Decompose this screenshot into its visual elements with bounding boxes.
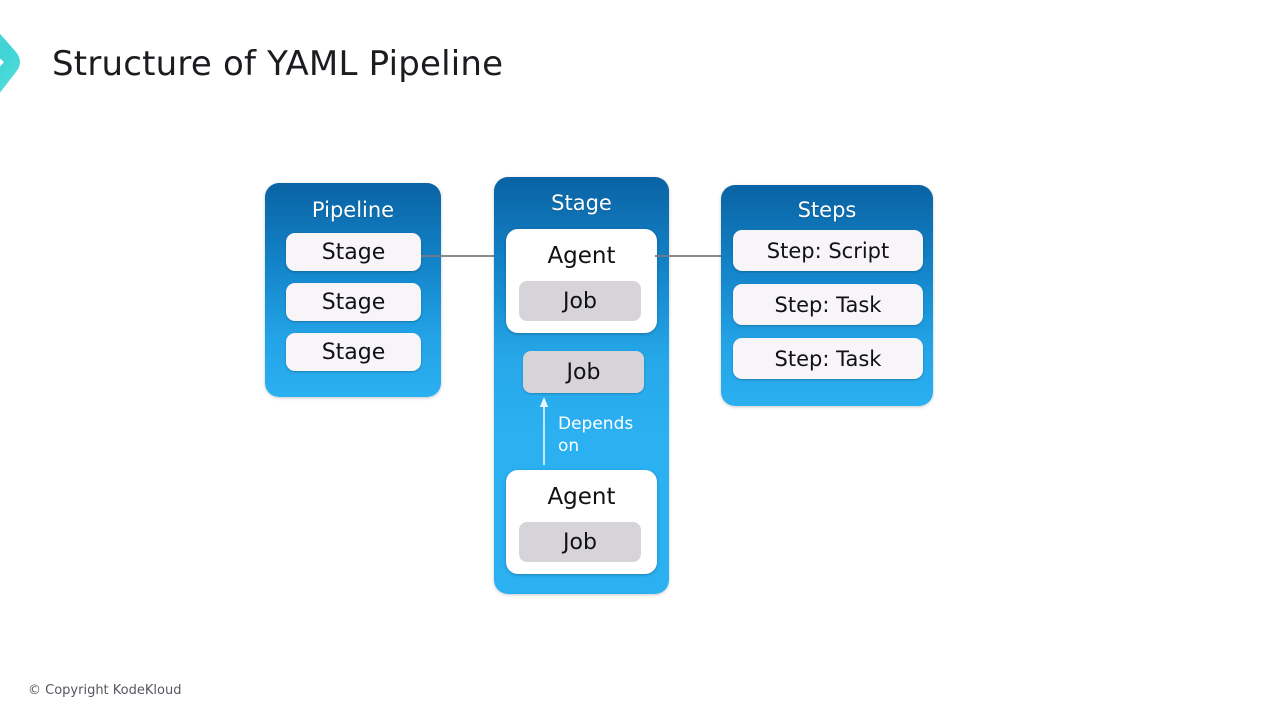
stage-standalone-job-chip[interactable]: Job bbox=[523, 351, 644, 393]
steps-container: Steps Step: Script Step: Task Step: Task bbox=[721, 185, 933, 406]
steps-card-1[interactable]: Step: Script bbox=[733, 230, 923, 271]
depends-on-arrow-up-icon bbox=[539, 397, 549, 465]
steps-card-2[interactable]: Step: Task bbox=[733, 284, 923, 325]
pipeline-header-label: Pipeline bbox=[311, 198, 395, 222]
pipeline-stage-card-3[interactable]: Stage bbox=[286, 333, 421, 371]
pipeline-stage-card-1[interactable]: Stage bbox=[286, 233, 421, 271]
footer-copyright: © Copyright KodeKloud bbox=[28, 683, 182, 698]
steps-header-label: Steps bbox=[797, 198, 857, 222]
stage-container: Stage Agent Job Job Depends on Agent Job bbox=[494, 177, 669, 594]
agent-label-1: Agent bbox=[547, 243, 616, 269]
depends-on-label: Depends on bbox=[558, 414, 634, 456]
page-title: Structure of YAML Pipeline bbox=[52, 44, 504, 84]
steps-card-3[interactable]: Step: Task bbox=[733, 338, 923, 379]
stage-agent-block-1[interactable]: Agent Job bbox=[506, 229, 657, 333]
agent-job-chip-1[interactable]: Job bbox=[519, 281, 641, 321]
pipeline-stage-card-2[interactable]: Stage bbox=[286, 283, 421, 321]
agent-job-chip-2[interactable]: Job bbox=[519, 522, 641, 562]
agent-label-2: Agent bbox=[547, 484, 616, 510]
chevron-right-logo-icon bbox=[0, 33, 20, 93]
stage-header-label: Stage bbox=[551, 191, 612, 215]
pipeline-container: Pipeline Stage Stage Stage bbox=[265, 183, 441, 397]
stage-agent-block-2[interactable]: Agent Job bbox=[506, 470, 657, 574]
